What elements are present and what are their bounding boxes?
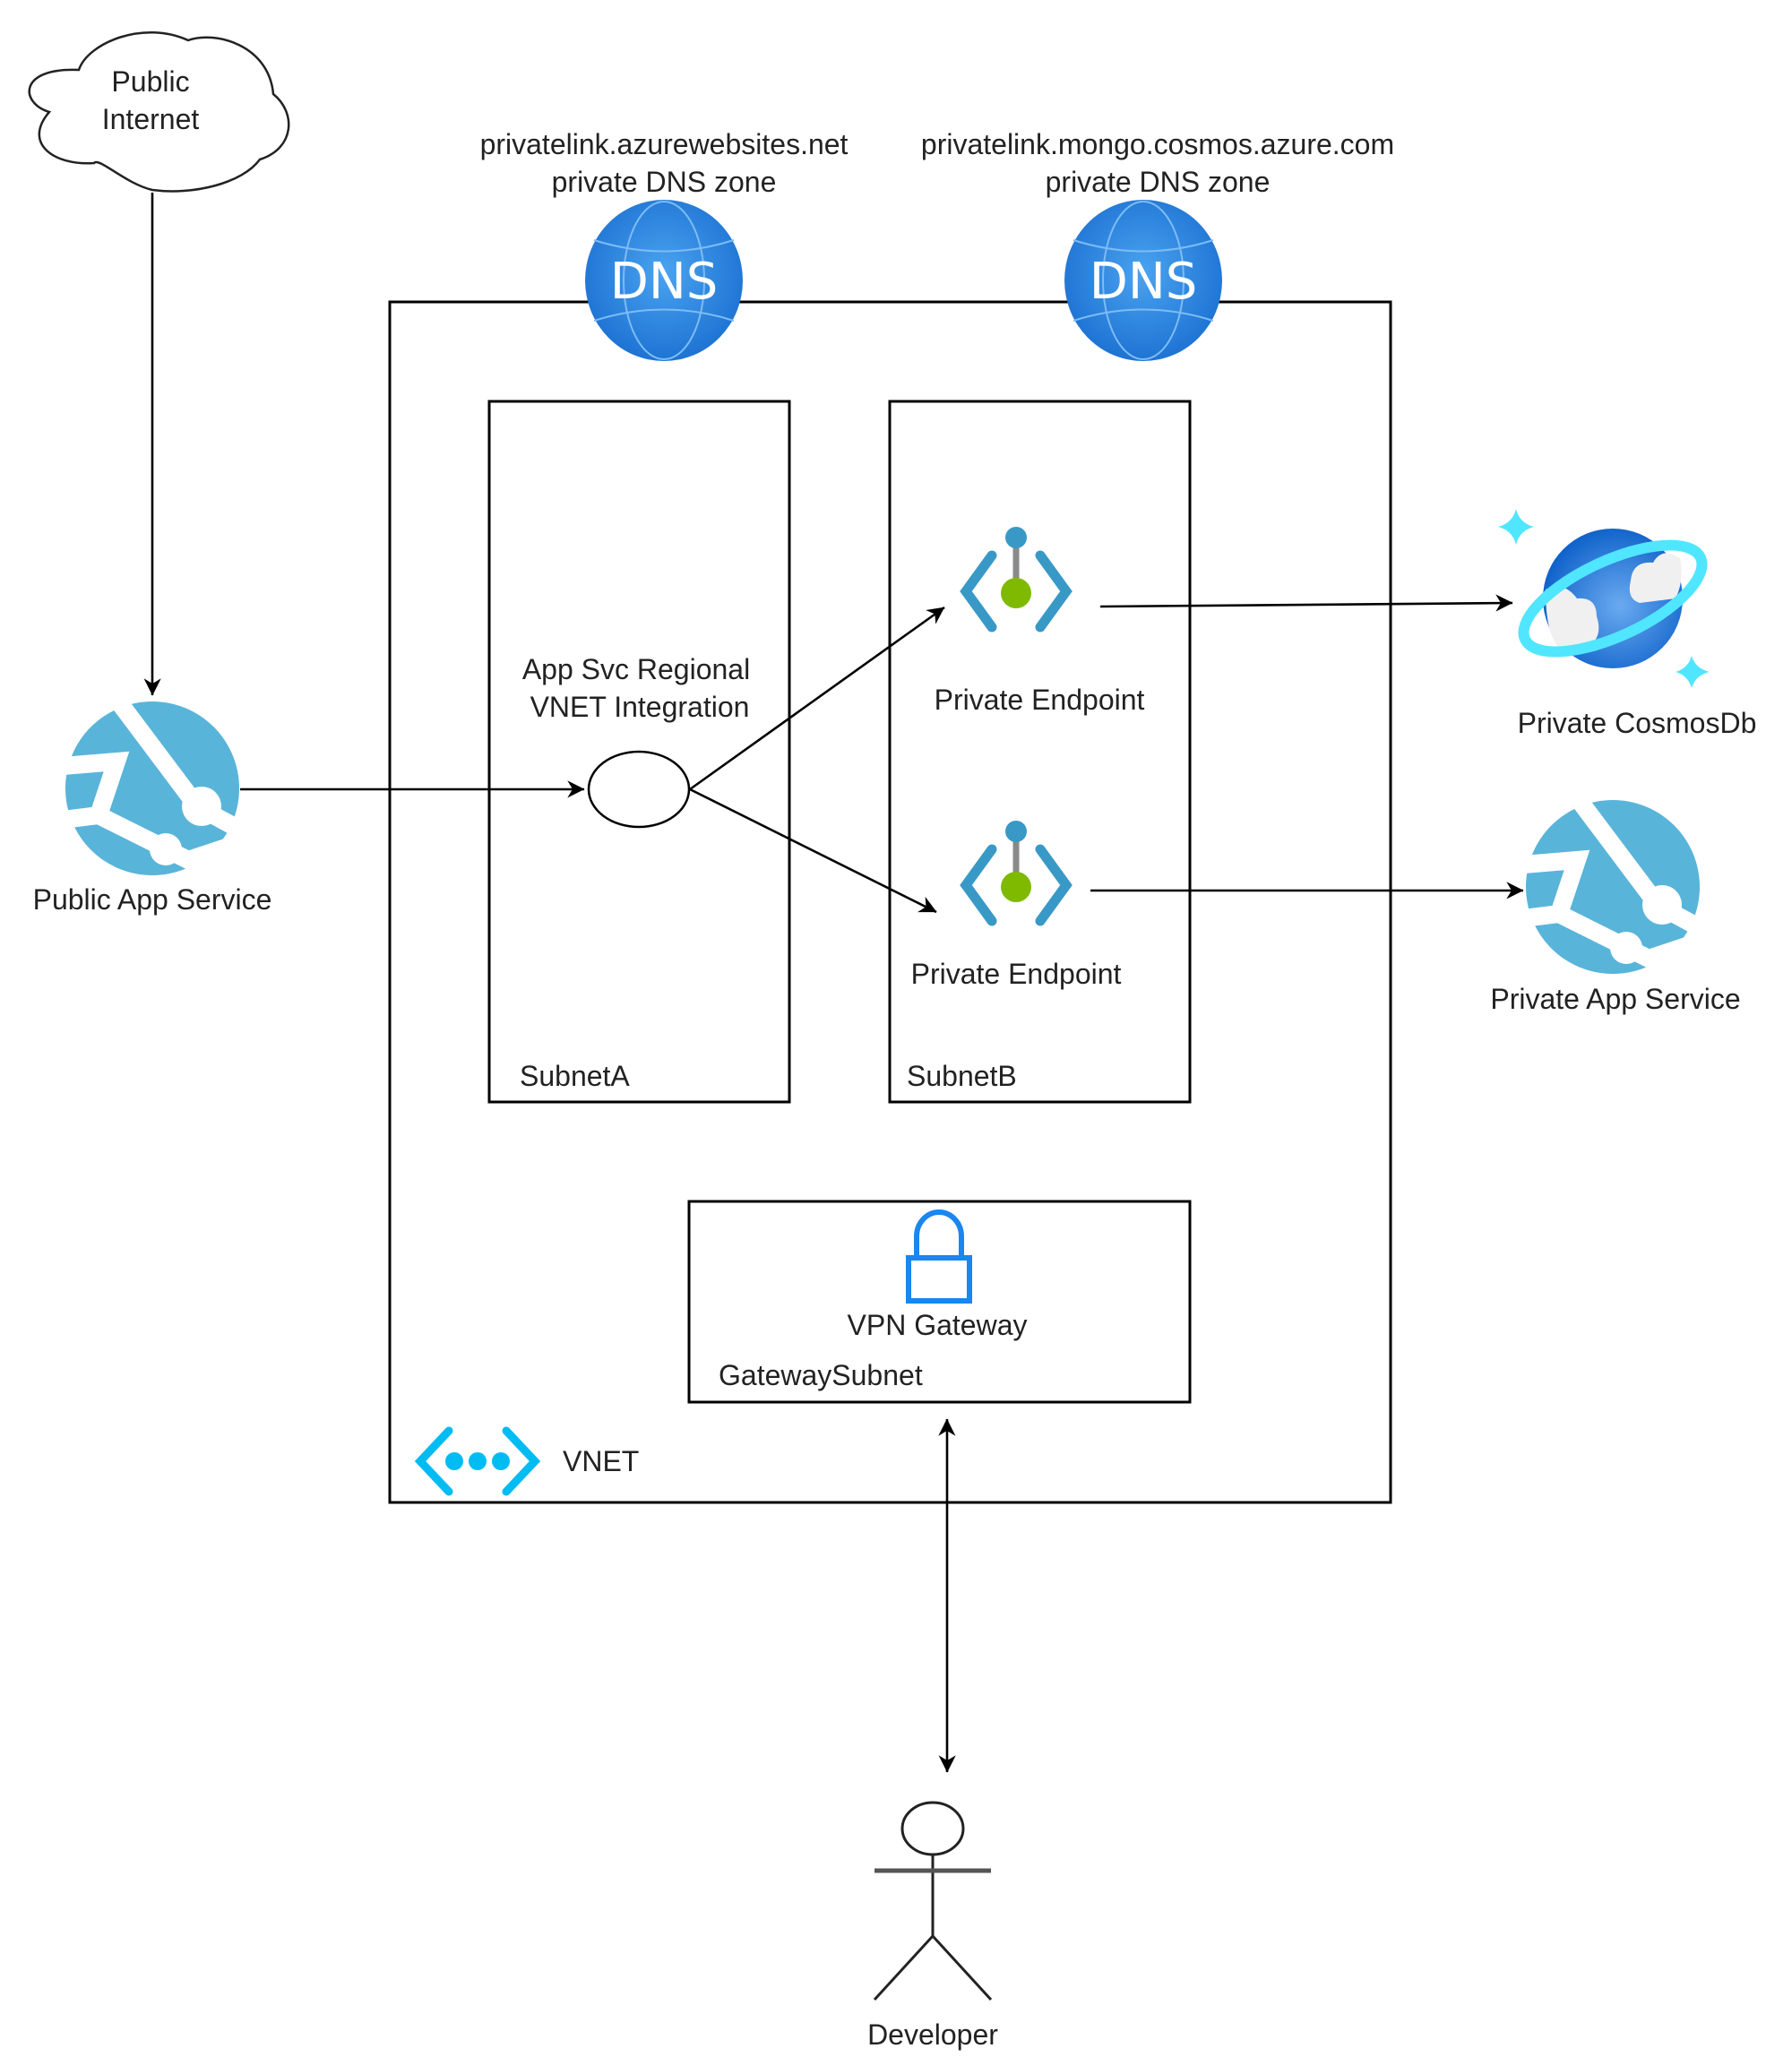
vnet-label: VNET [563, 1445, 639, 1477]
gateway-subnet-border [687, 1200, 1192, 1404]
private-endpoint-1-node[interactable]: Private Endpoint [935, 527, 1145, 716]
person-icon [873, 1801, 993, 2001]
dns-zone-websites-label-line1: privatelink.azurewebsites.net [480, 128, 849, 160]
public-internet-label-line2: Internet [102, 103, 200, 135]
public-internet-label-line1: Public [111, 65, 189, 98]
lock-icon [906, 1209, 972, 1304]
dns-zone-websites-node[interactable]: privatelink.azurewebsites.net private DN… [480, 128, 849, 361]
private-endpoint-1-label: Private Endpoint [935, 684, 1145, 716]
private-app-service-label: Private App Service [1490, 983, 1740, 1015]
gateway-subnet-label: GatewaySubnet [719, 1359, 923, 1391]
private-app-service-node[interactable]: Private App Service [1490, 792, 1741, 1015]
vnet-integration-label-line2: VNET Integration [530, 691, 750, 723]
dns-zone-websites-label-line2: private DNS zone [552, 166, 777, 198]
vpn-gateway-label: VPN Gateway [848, 1309, 1028, 1341]
vnet-border [388, 300, 1392, 1504]
private-endpoint-2-label: Private Endpoint [911, 958, 1122, 990]
public-internet-node[interactable]: Public Internet [28, 31, 290, 193]
cosmosdb-icon [1498, 509, 1710, 688]
gateway-subnet[interactable]: VPN Gateway GatewaySubnet [687, 1200, 1192, 1404]
public-app-service-label: Public App Service [33, 883, 272, 916]
developer-label: Developer [867, 2018, 998, 2051]
svg-text:DNS: DNS [1090, 253, 1198, 311]
edge-integration-to-endpoint-1[interactable] [689, 606, 945, 791]
vnet-icon [414, 1426, 541, 1496]
private-cosmosdb-node[interactable]: Private CosmosDb [1498, 509, 1756, 739]
edge-endpoint-1-to-cosmosdb[interactable] [1099, 594, 1513, 612]
edges [143, 193, 1524, 1773]
dns-zone-cosmos-label-line1: privatelink.mongo.cosmos.azure.com [921, 128, 1394, 160]
subnet-a-border [487, 400, 791, 1104]
vnet-integration-node[interactable] [587, 750, 691, 829]
subnet-a-label: SubnetA [520, 1060, 630, 1092]
dns-globe-icon: DNS [585, 200, 743, 361]
vpn-gateway-node[interactable]: VPN Gateway [848, 1209, 1028, 1341]
private-endpoint-2-node[interactable]: Private Endpoint [911, 821, 1122, 990]
app-service-icon [61, 693, 251, 875]
subnet-b-border [888, 400, 1192, 1104]
dns-globe-icon: DNS [1064, 200, 1222, 361]
vnet-integration-label-line1: App Svc Regional [522, 653, 750, 685]
private-cosmosdb-label: Private CosmosDb [1518, 707, 1757, 739]
public-app-service-node[interactable]: Public App Service [33, 693, 272, 916]
svg-text:DNS: DNS [610, 253, 719, 311]
edge-integration-to-endpoint-2[interactable] [689, 788, 937, 914]
cloud-icon [28, 31, 290, 193]
developer-node[interactable]: Developer [867, 1801, 998, 2051]
private-endpoint-icon [960, 821, 1073, 926]
app-service-icon [1521, 792, 1711, 974]
private-endpoint-icon [960, 527, 1073, 633]
dns-zone-cosmos-label-line2: private DNS zone [1046, 166, 1271, 198]
subnet-b-label: SubnetB [907, 1060, 1017, 1092]
subnet-a[interactable]: SubnetA App Svc Regional VNET Integratio… [487, 400, 791, 1104]
subnet-b[interactable]: SubnetB Private Endpoint Private Endpoin… [888, 400, 1192, 1104]
dns-zone-cosmos-node[interactable]: privatelink.mongo.cosmos.azure.com priva… [921, 128, 1394, 361]
vnet-container[interactable]: VNET [388, 300, 1392, 1504]
